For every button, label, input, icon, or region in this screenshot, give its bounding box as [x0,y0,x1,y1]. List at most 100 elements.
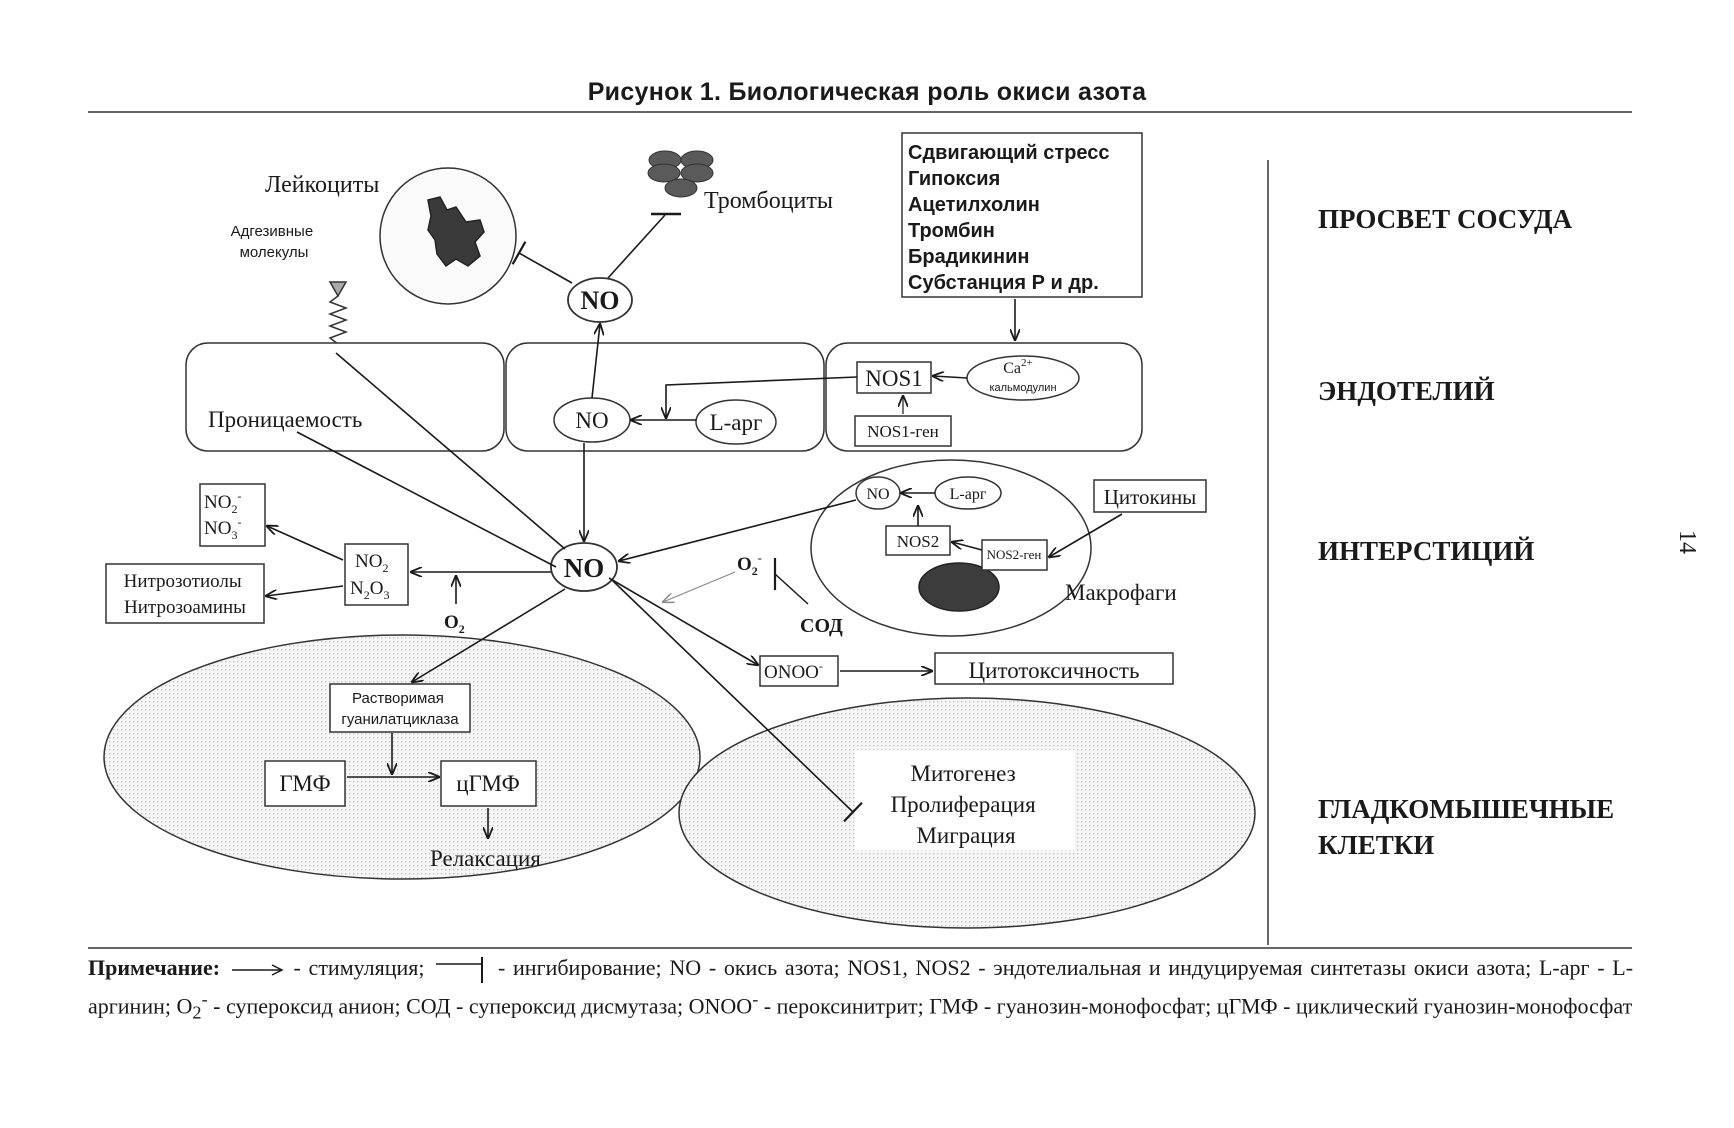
no-endothelial-label: NO [575,408,608,433]
cytokines-box [1093,479,1207,513]
cytokines-label: Цитокины [1104,485,1197,509]
nos1-to-conversion [666,376,858,418]
n2o3-label: N2O3 [350,578,389,602]
permeability-label: Проницаемость [208,407,362,432]
calmodulin-label: кальмодулин [989,382,1056,394]
relaxation-label: Релаксация [430,846,541,871]
gmp-box [264,760,346,807]
no-inhibits-mitogenesis [611,579,863,823]
macrophages-label: Макрофаги [1065,580,1177,605]
superoxide-to-no [663,571,736,602]
sgc-line2: гуанилатциклаза [341,711,459,728]
endothelial-cell-left [185,342,505,452]
note-text-part1: - ингибирование; NO - окись азота; NOS1,… [88,955,1634,1019]
figure-note: Примечание: - стимуляция; - ингибировани… [88,952,1633,1029]
mitogenesis-label: Митогенез Пролиферация Миграция [891,761,1042,848]
no-central-node [550,542,618,592]
nos1-box [856,361,932,394]
superoxide-label: O2- [737,551,762,578]
nitrate-label: NO3- [204,515,241,542]
leukocyte-nucleus-icon [427,196,485,268]
endothelial-cell-middle [505,342,825,452]
adhesion-line1: Адгезивные [231,223,314,240]
platelets-label: Тромбоциты [704,188,833,214]
inhibit-leukocytes [511,241,573,284]
no-central-label: NO [564,553,605,583]
leukocytes-label: Лейкоциты [265,172,379,198]
layer-label-smooth-muscle-line1: ГЛАДКОМЫШЕЧНЫЕ [1318,794,1614,824]
calcium-charge: 2+ [1021,357,1033,369]
sod-label: СОД [800,615,843,637]
cytotoxicity-label: Цитотоксичность [969,658,1140,683]
nitroso-box [105,563,265,624]
stimulus-item: Гипоксия [908,168,1000,190]
stimulus-item: Брадикинин [908,246,1029,268]
stimuli-list: Сдвигающий стресс Гипоксия Ацетилхолин Т… [908,142,1115,294]
mitogenesis-panel [855,750,1075,850]
inhibit-platelets [607,214,666,279]
nos2-label: NOS2 [897,532,940,551]
cytokines-to-nos2-gene [1049,513,1123,557]
page-title: Рисунок 1. Биологическая роль окиси азот… [587,78,1147,106]
stimulus-item: Тромбин [908,220,995,242]
mitogenesis-line3: Миграция [916,823,1016,848]
nitrite-nitrate-box [199,483,266,547]
note-label: Примечание: [88,955,221,980]
no-regulates-permeability [296,431,557,568]
oxygen-label: O2 [444,612,465,636]
stimulus-item: Ацетилхолин [908,194,1040,216]
macrophage-l-arginine-label: L-арг [950,486,987,503]
layer-label-smooth-muscle: ГЛАДКОМЫШЕЧНЫЕ КЛЕТКИ [1318,794,1621,860]
nitroso-label: Нитрозотиолы Нитрозоамины [124,571,247,618]
adhesion-molecule-icon [327,281,349,345]
smooth-muscle-cell-left [103,634,701,880]
layer-label-smooth-muscle-line2: КЛЕТКИ [1318,830,1434,860]
no-to-peroxynitrite [608,577,758,665]
note-stimulation: - стимуляция; [293,955,425,980]
nos1-gene-box [854,415,952,447]
no-to-sgc [412,588,566,682]
mitogenesis-line2: Пролиферация [891,792,1037,817]
adhesion-line2: молекулы [240,244,309,261]
gmp-label: ГМФ [279,771,330,796]
calcium-label: Ca2+ [1003,357,1033,377]
cytotoxicity-box [934,652,1174,685]
page-number: 14 [1674,530,1700,554]
layer-label-lumen: ПРОСВЕТ СОСУДА [1318,204,1573,234]
layer-label-endothelium: ЭНДОТЕЛИЙ [1318,376,1495,406]
sgc-line1: Растворимая [352,690,444,707]
nos2-gene-label: NOS2-ген [987,547,1042,562]
stimulus-item: Субстанция Р и др. [908,272,1099,294]
no-to-lumen [591,324,600,399]
layer-label-interstitium: ИНТЕРСТИЦИЙ [1318,536,1534,566]
l-arginine-node [695,399,777,445]
calcium-symbol: Ca [1003,360,1021,377]
nos2-box [885,525,951,556]
no2-to-nitroso [266,585,344,596]
cgmp-box [440,760,537,807]
sgc-box [329,683,471,733]
platelets-icon [647,150,714,198]
sod-inhibition-line [774,573,809,605]
pathway-arrows [266,212,1123,838]
nitrite-label: NO2- [204,489,241,516]
sgc-label: Растворимая гуанилатциклаза [341,690,459,728]
no2-to-nitrite [267,526,344,561]
nos2-gene-to-nos2 [952,542,983,551]
stimulus-item: Сдвигающий стресс [908,142,1110,164]
no-lumen-node [567,277,633,323]
note-o2-sup: - [201,988,208,1009]
macrophage-nucleus [918,562,1000,612]
no-inhibits-adhesion [335,352,566,550]
nitrosothiols-label: Нитрозотиолы [124,571,242,592]
no-lumen-label: NO [581,286,620,315]
stimuli-box [901,132,1143,298]
adhesion-molecules-label: Адгезивные молекулы [231,223,318,261]
inhibition-bar-icon [436,956,484,983]
macrophage-no-to-central [619,499,857,561]
no2-n2o3-box [344,543,409,606]
peroxynitrite-label: ONOO- [764,659,823,683]
l-arginine-label: L-арг [710,410,763,435]
note-onoo-sup: - [752,988,759,1009]
